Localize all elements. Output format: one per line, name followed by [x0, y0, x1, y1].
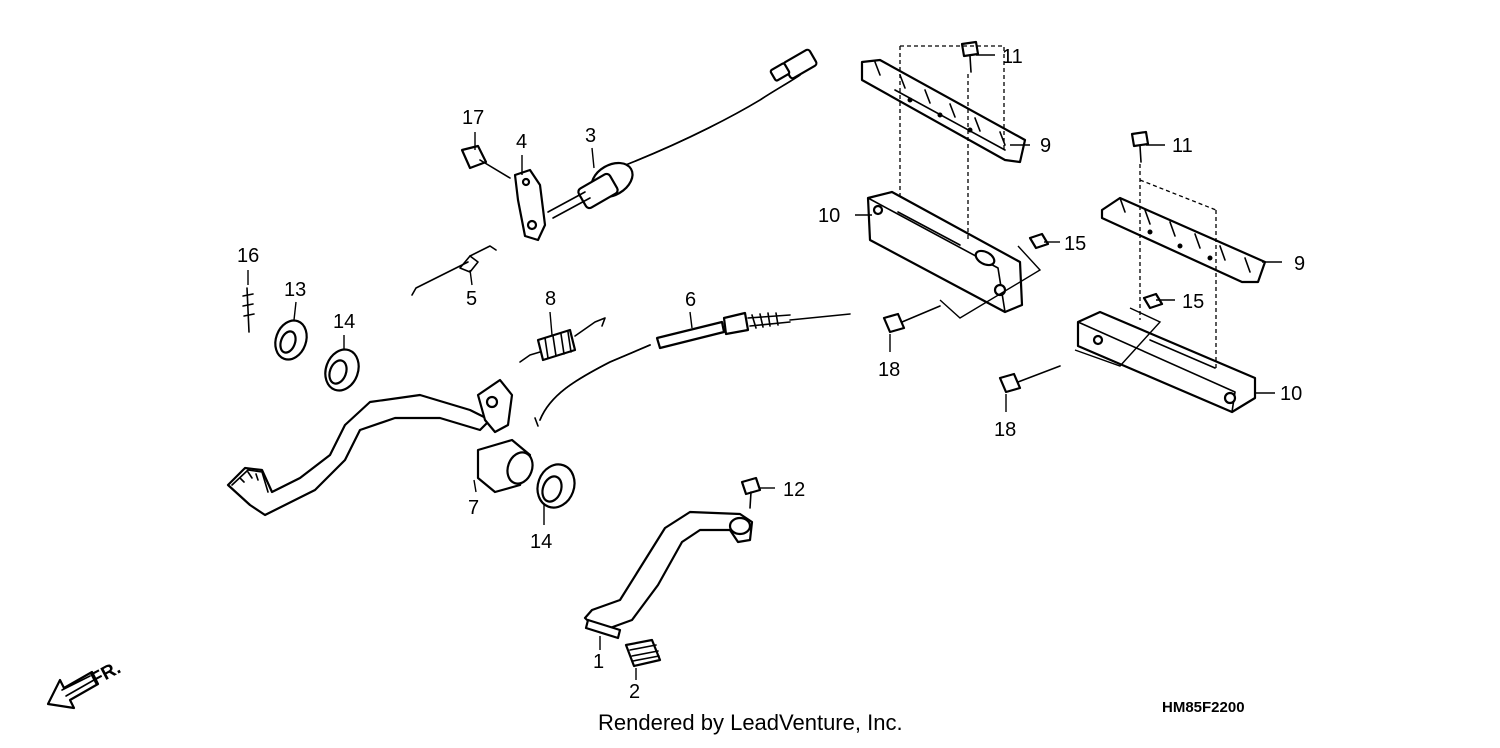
- callout-2: 2: [629, 681, 640, 703]
- bolt-17[interactable]: [460, 144, 511, 179]
- callout-15: 15: [1064, 233, 1086, 255]
- callout-1: 1: [593, 651, 604, 673]
- callout-14: 14: [333, 311, 355, 333]
- callout-4: 4: [516, 131, 527, 153]
- callout-18: 18: [994, 419, 1016, 441]
- bolt-11-lower[interactable]: [1130, 130, 1150, 163]
- switch-bracket[interactable]: [513, 168, 547, 242]
- callout-15: 15: [1182, 291, 1204, 313]
- callout-9: 9: [1294, 253, 1305, 275]
- brake-switch-cable[interactable]: [547, 48, 818, 219]
- front-direction-arrow: FR.: [46, 658, 124, 710]
- callout-9: 9: [1040, 135, 1051, 157]
- bolt-18-upper[interactable]: [882, 305, 941, 334]
- callout-8: 8: [545, 288, 556, 310]
- brake-cable-6[interactable]: [534, 311, 851, 427]
- cotter-pin-16[interactable]: [242, 287, 255, 333]
- callout-10: 10: [818, 205, 840, 227]
- footpeg-bracket-10-upper[interactable]: [866, 190, 1024, 314]
- callout-11: 11: [1172, 135, 1193, 157]
- callout-18: 18: [878, 359, 900, 381]
- callouts: 11 9 10 15 11 9 15 10 18 18 12 17 4 3 5 …: [237, 46, 1305, 703]
- callout-11: 11: [1002, 46, 1023, 68]
- callout-10: 10: [1280, 383, 1302, 405]
- callout-6: 6: [685, 289, 696, 311]
- leader-lines: [247, 54, 1282, 680]
- brake-pedal-7[interactable]: [226, 378, 537, 517]
- render-credit: Rendered by LeadVenture, Inc.: [598, 710, 903, 735]
- shift-lever-1[interactable]: [583, 510, 754, 640]
- callout-14: 14: [530, 531, 552, 553]
- nut-15-lower[interactable]: [1142, 292, 1164, 310]
- callout-5: 5: [466, 288, 477, 310]
- callout-16: 16: [237, 245, 259, 267]
- callout-17: 17: [462, 107, 484, 129]
- bolt-18-lower[interactable]: [998, 365, 1061, 394]
- callout-7: 7: [468, 497, 479, 519]
- callout-13: 13: [284, 279, 306, 301]
- seal-14-upper[interactable]: [320, 345, 364, 395]
- assembly-lines: [899, 45, 1217, 370]
- callout-3: 3: [585, 125, 596, 147]
- footpeg-bracket-10-lower[interactable]: [1076, 310, 1257, 414]
- return-spring-8[interactable]: [519, 317, 606, 363]
- footpeg-9-upper[interactable]: [860, 58, 1027, 164]
- washer-13[interactable]: [270, 316, 312, 364]
- diagram-code: HM85F2200: [1162, 699, 1245, 716]
- shift-rubber-2[interactable]: [624, 638, 662, 668]
- bolt-12[interactable]: [740, 476, 762, 509]
- spring-5[interactable]: [411, 245, 497, 296]
- callout-12: 12: [783, 479, 805, 501]
- footpeg-9-lower[interactable]: [1100, 196, 1267, 284]
- nut-15-upper[interactable]: [1028, 232, 1050, 250]
- seal-14-lower[interactable]: [532, 459, 581, 513]
